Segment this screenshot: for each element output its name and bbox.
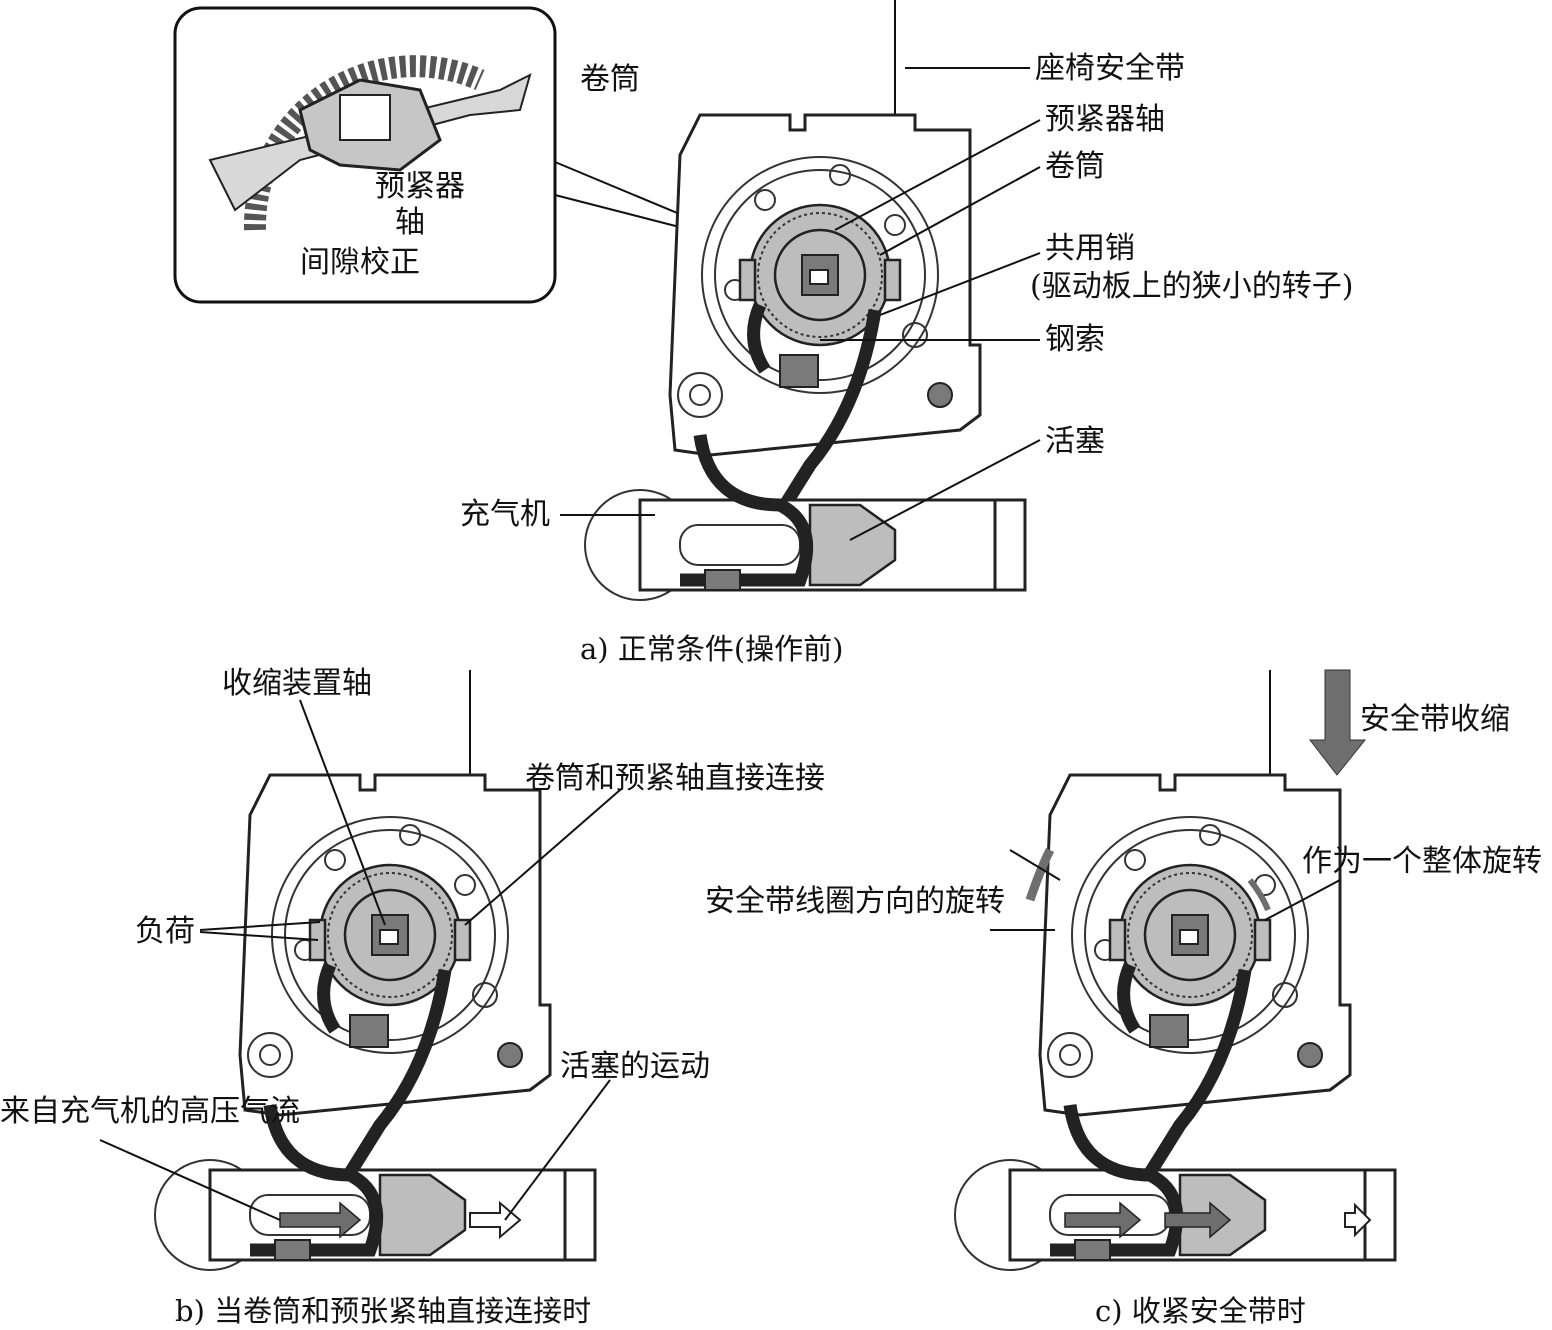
load-label: 负荷: [135, 914, 195, 949]
rotate-as-unit-label: 作为一个整体旋转: [1302, 844, 1542, 879]
caption-c: c) 收紧安全带时: [1095, 1294, 1306, 1328]
inset-gap-correction-label: 间隙校正: [300, 245, 420, 280]
inset-pretensioner-shaft-label-1: 预紧器: [375, 169, 465, 204]
inset-pretensioner-shaft-label-2: 轴: [395, 205, 425, 240]
retractor-shaft-label: 收缩装置轴: [222, 666, 372, 701]
seat-belt-label: 座椅安全带: [1035, 51, 1185, 86]
shared-pin-label: 共用销: [1045, 231, 1135, 266]
inset-spool-label: 卷筒: [580, 62, 640, 97]
belt-retraction-label: 安全带收缩: [1360, 702, 1510, 737]
pretensioner-shaft-label: 预紧器轴: [1045, 102, 1165, 137]
direct-connection-label: 卷筒和预紧轴直接连接: [525, 761, 825, 796]
spool-label: 卷筒: [1045, 149, 1105, 184]
piston-label: 活塞: [1045, 424, 1105, 459]
caption-a: a) 正常条件(操作前): [580, 632, 844, 666]
steel-cable-label: 钢索: [1045, 322, 1105, 357]
inflator-label: 充气机: [460, 497, 550, 532]
shared-pin-note-label: (驱动板上的狭小的转子): [1030, 269, 1354, 304]
caption-b: b) 当卷筒和预张紧轴直接连接时: [175, 1294, 592, 1328]
piston-motion-label: 活塞的运动: [560, 1049, 710, 1084]
high-pressure-gas-label: 来自充气机的高压气流: [0, 1094, 300, 1129]
belt-wind-rotation-label: 安全带线圈方向的旋转: [705, 884, 1005, 919]
